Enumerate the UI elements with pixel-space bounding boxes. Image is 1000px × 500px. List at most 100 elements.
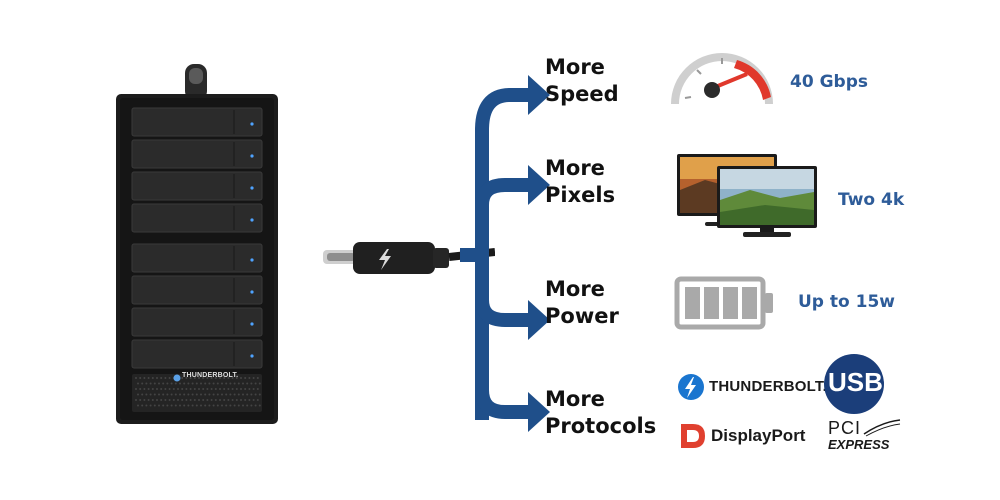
grill-hole [139,399,142,401]
pixels-value: Two 4k [838,190,905,210]
grill-hole [252,388,255,390]
grill-hole [195,382,198,385]
grill-hole [216,393,219,396]
grill-hole [237,404,240,407]
grill-hole [254,382,257,385]
drive-bay [131,139,263,169]
grill-hole [143,377,146,379]
grill-hole [168,388,171,390]
grill-hole [166,393,169,396]
grill-hole [141,404,144,407]
grill-hole [202,399,205,401]
grill-hole [174,393,177,396]
grill-hole [214,399,217,401]
speed-value: 40 Gbps [790,72,868,92]
grill-hole [193,399,196,401]
grill-hole [219,399,221,401]
grill-hole [153,404,156,407]
grill-hole [185,388,188,390]
cable-thunderbolt-icon [379,249,391,270]
branch-arrows [460,75,550,432]
grill-hole [229,393,232,396]
speedometer-icon [671,53,773,105]
grill-hole [206,388,209,390]
grill-hole [244,399,247,401]
feature-speed-label: More Speed [545,55,619,106]
grill-hole [225,393,228,396]
grill-hole [240,399,242,401]
grill-hole [141,382,144,385]
drive-led [250,218,254,222]
grill-hole [237,393,240,396]
grill-hole [204,404,207,407]
monitors-icon [677,154,817,237]
grill-hole [198,399,200,401]
grill-hole [231,377,234,379]
grill-hole [244,377,247,379]
grill-hole [137,393,139,396]
grill-hole [229,382,232,385]
grill-hole [164,377,167,379]
grill-hole [191,382,194,385]
grill-hole [256,388,259,390]
grill-hole [147,388,150,390]
grill-hole [162,393,165,396]
grill-hole [252,399,255,401]
grill-hole [216,404,219,407]
grill-hole [151,388,154,390]
grill-hole [162,382,165,385]
grill-hole [233,404,236,407]
grill-hole [200,404,202,407]
enclosure-thunderbolt-badge: THUNDERBOLT. [182,372,239,379]
feature-power-label: More Power [545,277,619,328]
pci-swoosh-icon [863,419,901,437]
battery-icon [674,276,773,330]
grill-hole [189,399,192,401]
grill-hole [240,377,242,379]
grill-hole [208,382,211,385]
grill-hole [219,388,221,390]
grill-hole [256,377,259,379]
drive-bay [131,203,263,233]
grill-hole [185,377,188,379]
grill-hole [225,382,228,385]
grill-hole [233,393,236,396]
grill-hole [223,399,226,401]
grill-hole [200,382,202,385]
grill-hole [183,404,186,407]
grill-hole [212,404,215,407]
grill-hole [149,382,152,385]
grill-hole [162,404,165,407]
grill-hole [189,388,192,390]
grill-hole [195,404,198,407]
grill-hole [250,404,253,407]
thunderbolt-icon [678,374,704,400]
grill-hole [151,377,154,379]
grill-hole [135,388,137,390]
grill-hole [183,393,186,396]
grill-hole [210,388,213,390]
drive-bay [131,307,263,337]
grill-hole [139,388,142,390]
grill-hole [170,393,173,396]
thunderbolt-logo-text: THUNDERBOLT. [709,378,827,395]
displayport-icon [681,424,705,448]
grill-hole [221,404,223,407]
grill-hole [204,393,207,396]
pci-express-logo: PCI EXPRESS [828,418,889,452]
grill-hole [258,382,261,385]
grill-hole [210,377,213,379]
drive-bay [131,275,263,305]
grill-hole [177,388,179,390]
grill-hole [145,382,148,385]
grill-hole [223,377,226,379]
power-value: Up to 15w [798,292,895,312]
grill-hole [246,393,249,396]
grill-hole [170,382,173,385]
drive-led [250,258,254,262]
grill-hole [135,399,137,401]
drive-led [250,322,254,326]
grill-hole [227,399,230,401]
grill-hole [166,404,169,407]
drive-led [250,354,254,358]
